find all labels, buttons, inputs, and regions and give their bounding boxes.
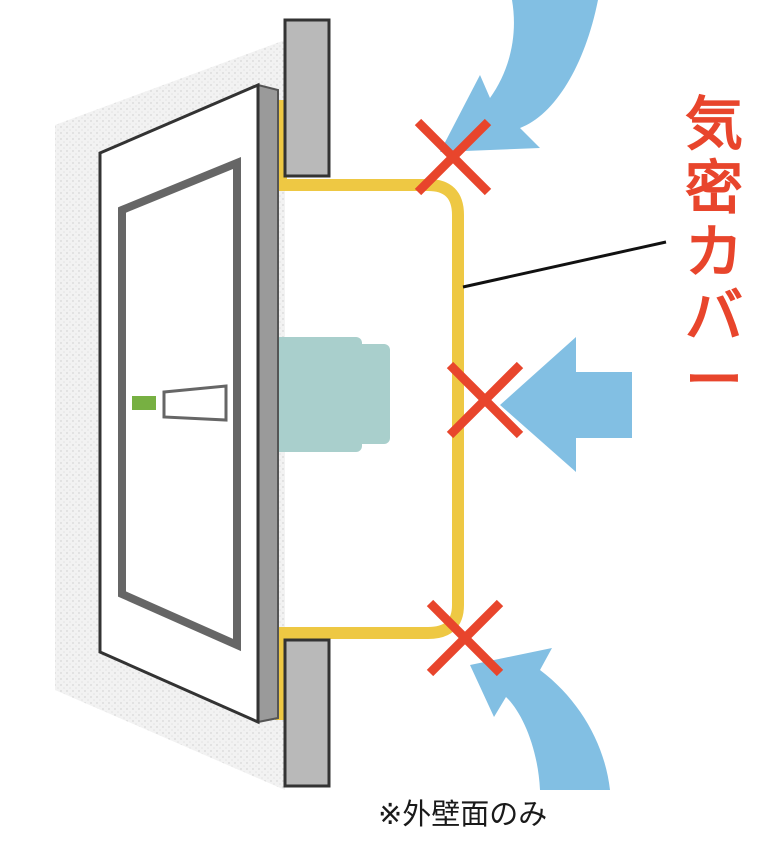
airtight-cover-label: 気 密 カ バ ー — [672, 92, 756, 412]
label-char: バ — [684, 282, 743, 350]
blocked-x-icon — [414, 118, 492, 196]
exterior-wall-top — [283, 18, 331, 178]
switch-slot — [162, 384, 228, 422]
fan-unit-box — [270, 337, 362, 452]
footnote: ※外壁面のみ — [378, 797, 548, 831]
label-leader-line — [462, 240, 667, 289]
label-char: 密 — [684, 154, 743, 222]
indicator-led — [132, 396, 156, 410]
airtight-cover — [277, 179, 464, 639]
fan-unit-step — [350, 344, 390, 444]
airflow-arrow-icon — [440, 0, 598, 152]
exterior-wall-bottom — [283, 638, 331, 788]
panel-edge — [257, 83, 279, 724]
label-char: 気 — [684, 90, 743, 158]
label-char: ー — [684, 346, 743, 414]
airflow-arrow-icon — [470, 648, 610, 790]
label-char: カ — [684, 218, 743, 286]
panel-window — [118, 157, 241, 652]
blocked-x-icon — [446, 361, 524, 439]
airflow-arrow-icon — [500, 337, 632, 472]
blocked-x-icon — [426, 599, 504, 677]
